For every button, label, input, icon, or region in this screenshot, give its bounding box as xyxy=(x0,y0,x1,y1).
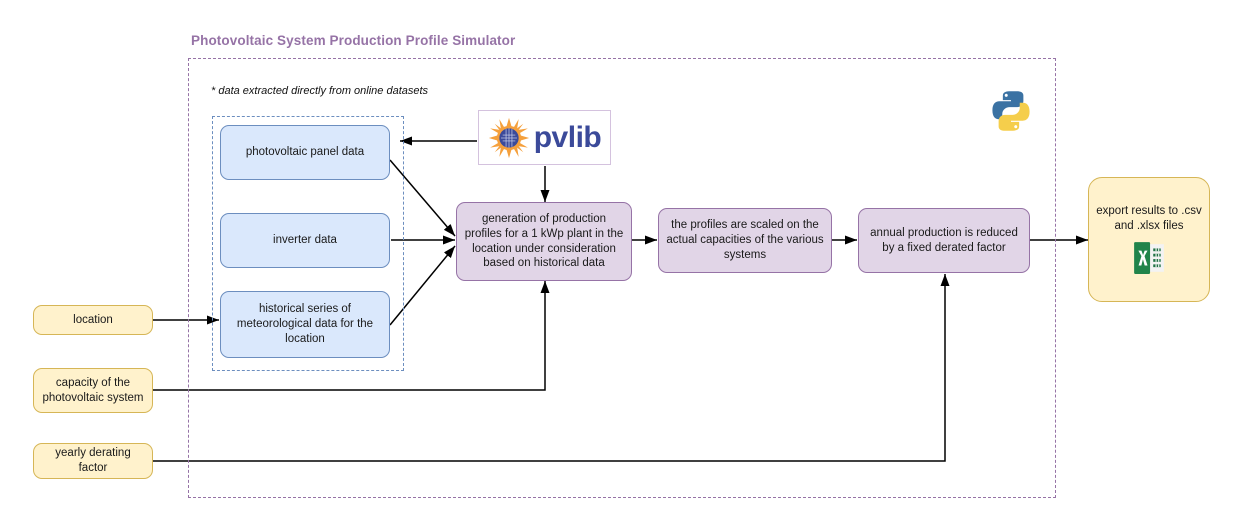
pvlib-logo: pvlib xyxy=(478,110,611,165)
output-box-export-results[interactable]: export results to .csv and .xlsx files xyxy=(1088,177,1210,302)
dataset-box-meteorological-data[interactable]: historical series of meteorological data… xyxy=(220,291,390,358)
sun-solar-panel-icon xyxy=(488,117,529,158)
input-label: location xyxy=(73,313,113,326)
dataset-label: inverter data xyxy=(273,234,337,247)
simulator-boundary xyxy=(188,58,1056,498)
dataset-label: photovoltaic panel data xyxy=(245,146,365,159)
process-label: generation of production profiles for a … xyxy=(464,213,624,270)
process-box-scaling[interactable]: the profiles are scaled on the actual ca… xyxy=(658,208,832,273)
excel-file-icon xyxy=(1134,242,1164,275)
input-label: yearly derating factor xyxy=(55,447,131,474)
pvlib-wordmark: pvlib xyxy=(533,120,602,154)
input-label: capacity of the photovoltaic system xyxy=(42,376,144,404)
python-logo-icon xyxy=(992,91,1030,131)
dataset-box-photovoltaic-panel-data[interactable]: photovoltaic panel data xyxy=(220,125,390,180)
process-label: annual production is reduced by a fixed … xyxy=(870,226,1018,254)
process-label: the profiles are scaled on the actual ca… xyxy=(666,219,824,261)
dataset-label: historical series of meteorological data… xyxy=(236,303,374,345)
process-box-derating[interactable]: annual production is reduced by a fixed … xyxy=(858,208,1030,273)
output-label: export results to .csv and .xlsx files xyxy=(1096,204,1202,232)
input-box-yearly-derating-factor[interactable]: yearly derating factor xyxy=(33,443,153,479)
process-box-generation[interactable]: generation of production profiles for a … xyxy=(456,202,632,281)
dataset-box-inverter-data[interactable]: inverter data xyxy=(220,213,390,268)
online-datasets-group xyxy=(212,116,404,371)
input-box-capacity[interactable]: capacity of the photovoltaic system xyxy=(33,368,153,413)
input-box-location[interactable]: location xyxy=(33,305,153,335)
